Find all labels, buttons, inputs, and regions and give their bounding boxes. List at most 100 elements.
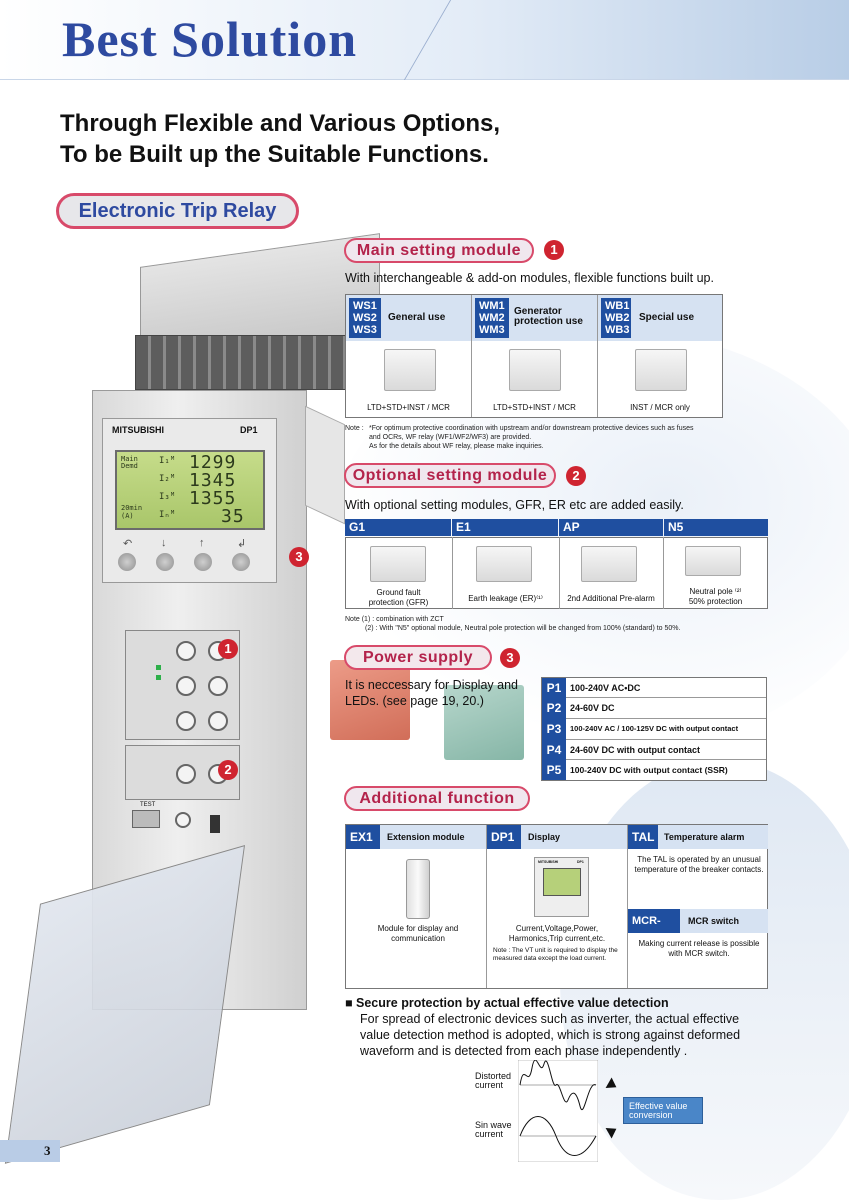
- key-back-icon[interactable]: ↶: [123, 538, 133, 550]
- terminal-block-dark: [135, 335, 355, 390]
- optional-note-1: Note (1) : combination with ZCT: [345, 616, 444, 623]
- led-green-2: [156, 675, 161, 680]
- dial-5[interactable]: [176, 711, 196, 731]
- e1-module-image: [476, 546, 532, 582]
- p3-code: P3: [542, 719, 566, 740]
- dial-4[interactable]: [208, 676, 228, 696]
- power-row-5: P5 100-240V DC with output contact (SSR): [542, 760, 766, 780]
- g1-module-image: [370, 546, 426, 582]
- wm-codes: WM1 WM2 WM3: [475, 298, 509, 338]
- dp1-image-brand: MITSUBISHI: [538, 860, 559, 864]
- power-supply-description: It is neccessary for Display and LEDs. (…: [345, 678, 518, 708]
- key-enter-icon[interactable]: ↲: [237, 538, 247, 550]
- page-header: [0, 0, 849, 80]
- p5-desc: 100-240V DC with output contact (SSR): [570, 765, 728, 775]
- main-setting-note-label: Note :: [345, 425, 364, 432]
- subtitle-line-2: To be Built up the Suitable Functions.: [60, 141, 489, 168]
- test-port[interactable]: [132, 810, 160, 828]
- dp1-image-lcd: [543, 868, 581, 896]
- dp1-caption: Current,Voltage,Power, Harmonics,Trip cu…: [508, 924, 606, 943]
- ws-codes: WS1 WS2 WS3: [349, 298, 381, 338]
- optional-setting-description: With optional setting modules, GFR, ER e…: [345, 498, 684, 512]
- tal-label: Temperature alarm: [664, 832, 745, 842]
- n5-code: N5: [664, 519, 768, 536]
- tal-caption: The TAL is operated by an unusual temper…: [634, 855, 764, 874]
- mcr-label: MCR switch: [688, 916, 740, 926]
- ap-module-image: [581, 546, 637, 582]
- lcd-label-i: Main Demd: [121, 455, 138, 470]
- ws-label: General use: [388, 312, 446, 323]
- test-label: TEST: [140, 802, 156, 808]
- key-button-3[interactable]: [194, 553, 212, 571]
- power-row-4: P4 24-60V DC with output contact: [542, 740, 766, 760]
- lcd-label-l2: I₂ᴹ: [159, 474, 176, 484]
- lcd-label-l1: I₁ᴹ: [159, 456, 176, 466]
- side-bracket: [305, 405, 345, 525]
- additional-divider-2: [627, 825, 628, 988]
- wm-label: Generator protection use: [514, 306, 583, 327]
- wb-codes: WB1 WB2 WB3: [601, 298, 631, 338]
- dp1-code: DP1: [487, 825, 521, 849]
- dial-1[interactable]: [176, 641, 196, 661]
- subtitle: Through Flexible and Various Options, To…: [60, 108, 500, 170]
- wm-caption: LTD+STD+INST / MCR: [493, 403, 576, 412]
- power-row-1: P1 100-240V AC•DC: [542, 678, 766, 698]
- lcd-value-3: 1355: [189, 488, 237, 509]
- secure-body: For spread of electronic devices such as…: [360, 1012, 741, 1058]
- key-up-icon[interactable]: ↑: [199, 537, 205, 549]
- key-button-1[interactable]: [118, 553, 136, 571]
- p4-code: P4: [542, 740, 566, 760]
- ap-code: AP: [559, 519, 663, 536]
- sin-label: Sin wave current: [475, 1120, 512, 1139]
- ws-caption: LTD+STD+INST / MCR: [367, 403, 450, 412]
- page-number: 3: [0, 1140, 60, 1162]
- test-dial[interactable]: [175, 812, 191, 828]
- optional-setting-badge: 2: [566, 466, 586, 486]
- lcd-label-l3: I₃ᴹ: [159, 492, 176, 502]
- dp1-image-model: DP1: [577, 860, 584, 864]
- additional-function-title: Additional function: [344, 786, 530, 811]
- distorted-wave-icon: [519, 1060, 597, 1110]
- lcd-value-4: 35: [221, 506, 245, 527]
- device-brand: MITSUBISHI: [112, 425, 165, 435]
- g1-caption: Ground fault protection (GFR): [368, 588, 429, 607]
- led-green-1: [156, 665, 161, 670]
- main-setting-description: With interchangeable & add-on modules, f…: [345, 271, 714, 285]
- subtitle-line-1: Through Flexible and Various Options,: [60, 110, 501, 137]
- key-button-2[interactable]: [156, 553, 174, 571]
- additional-function-table: EX1 Extension module Module for display …: [345, 824, 768, 989]
- sin-wave-icon: [519, 1116, 597, 1156]
- lcd-screen: Main Demd I₁ᴹ 1299 I₂ᴹ 1345 I₃ᴹ 1355 Iₙᴹ…: [115, 450, 265, 530]
- key-button-4[interactable]: [232, 553, 250, 571]
- ex1-code: EX1: [346, 825, 380, 849]
- relay-device: MITSUBISHI DP1 Main Demd I₁ᴹ 1299 I₂ᴹ 13…: [4, 233, 380, 1164]
- dial-6[interactable]: [208, 711, 228, 731]
- optional-setting-table: G1 E1 AP N5 Ground fault protection (GFR…: [345, 519, 768, 609]
- main-setting-badge: 1: [544, 240, 564, 260]
- lcd-label-interval: 20min (A): [121, 504, 143, 520]
- dial-3[interactable]: [176, 676, 196, 696]
- lcd-label-n: Iₙᴹ: [159, 510, 176, 520]
- power-row-3: P3 100-240V AC / 100-125V DC with output…: [542, 719, 766, 740]
- key-down-icon[interactable]: ↓: [161, 537, 167, 549]
- mcr-code: MCR-SW: [628, 909, 680, 947]
- secure-heading: ■ Secure protection by actual effective …: [345, 996, 669, 1010]
- main-setting-note-line-2: and OCRs, WF relay (WF1/WF2/WF3) are pro…: [369, 434, 532, 441]
- effective-value-box: Effective value conversion: [623, 1097, 703, 1124]
- optional-note-2: (2) : With "N5" optional module, Neutral…: [365, 625, 681, 632]
- transparent-cover[interactable]: [4, 845, 245, 1164]
- main-setting-divider-2: [597, 295, 598, 417]
- ex1-label: Extension module: [387, 832, 465, 842]
- product-pill: Electronic Trip Relay: [56, 193, 299, 229]
- e1-code: E1: [452, 519, 558, 536]
- p1-desc: 100-240V AC•DC: [570, 683, 641, 693]
- power-row-2: P2 24-60V DC: [542, 698, 766, 719]
- additional-divider-1: [486, 825, 487, 988]
- ex1-module-image: [406, 859, 430, 919]
- dial-7[interactable]: [176, 764, 196, 784]
- optional-setting-notes: Note (1) : combination with ZCT (2) : Wi…: [345, 615, 680, 633]
- reset-button[interactable]: [210, 815, 220, 833]
- wb-label: Special use: [639, 312, 695, 323]
- keypad: ↶ ↓ ↑ ↲: [115, 535, 265, 575]
- optional-divider-2: [559, 537, 560, 609]
